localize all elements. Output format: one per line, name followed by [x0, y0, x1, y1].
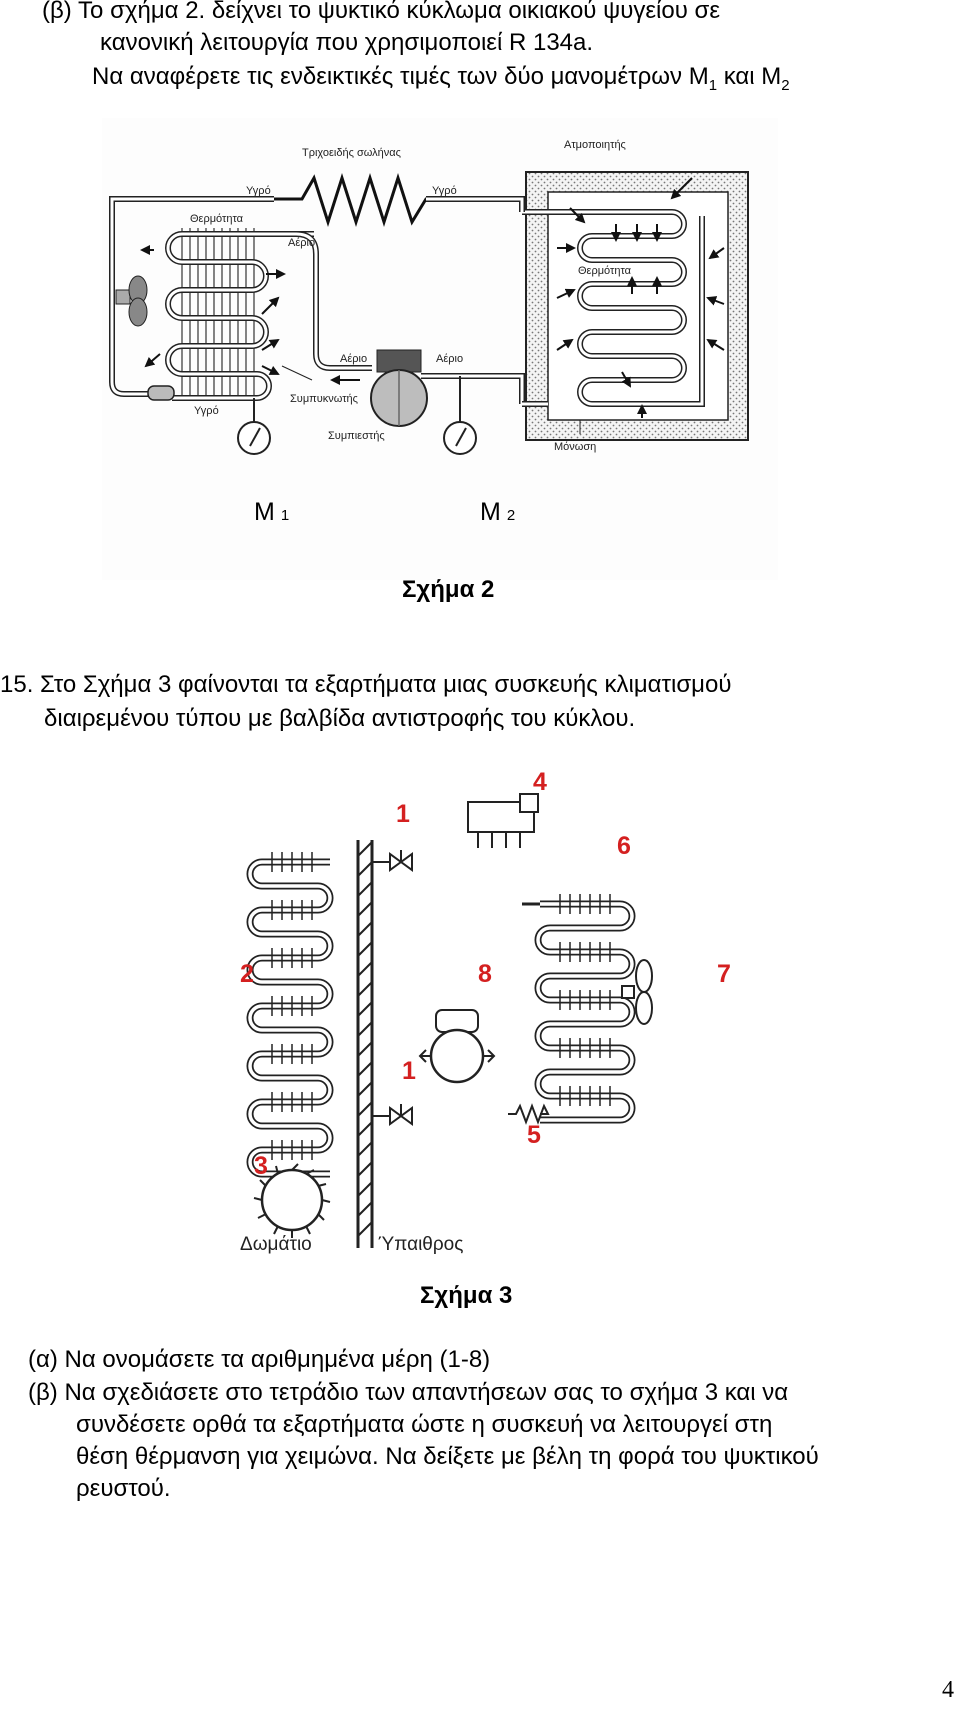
label-liquid-top-right: Υγρό [432, 185, 457, 197]
label-outdoor: Ύπαιθρος [378, 1234, 463, 1255]
number-5: 5 [527, 1121, 541, 1149]
figure-2: Τριχοειδής σωλήνας Ατμοποιητής Υγρό Υγρό… [102, 118, 778, 580]
q15-line-1: 15. Στο Σχήμα 3 φαίνονται τα εξαρτήματα … [0, 671, 732, 698]
number-7: 7 [717, 960, 731, 988]
figure-3-caption: Σχήμα 3 [420, 1282, 513, 1309]
label-compressor: Συμπιεστής [328, 430, 385, 442]
refrigeration-circuit-diagram: Τριχοειδής σωλήνας Ατμοποιητής Υγρό Υγρό… [102, 118, 778, 580]
figure-2-caption: Σχήμα 2 [402, 576, 495, 603]
intro-line-3: Να αναφέρετε τις ενδεικτικές τιμές των δ… [92, 63, 790, 94]
q15-line-2: διαιρεμένου τύπου με βαλβίδα αντιστροφής… [44, 705, 636, 732]
label-capillary: Τριχοειδής σωλήνας [302, 147, 401, 159]
label-condenser: Συμπυκνωτής [290, 393, 358, 405]
label-gas-mid-left: Αέριο [340, 353, 367, 365]
label-heat-left: Θερμότητα [190, 213, 244, 225]
figure-3: Δωμάτιο Ύπαιθρος [240, 760, 760, 1260]
number-4: 4 [533, 768, 547, 796]
number-6: 6 [617, 832, 631, 860]
label-heat-right: Θερμότητα [578, 265, 632, 277]
page-number: 4 [942, 1677, 954, 1703]
label-gas-mid-right: Αέριο [436, 353, 463, 365]
number-1-bottom: 1 [402, 1057, 416, 1085]
number-2: 2 [240, 960, 254, 988]
question-b-line-4: ρευστού. [76, 1475, 171, 1502]
label-insulation: Μόνωση [554, 441, 596, 453]
intro-line-2: κανονική λειτουργία που χρησιμοποιεί R 1… [100, 29, 594, 56]
question-b-line-1: (β) Να σχεδιάσετε στο τετράδιο των απαντ… [28, 1379, 789, 1406]
question-b-line-2: συνδέσετε ορθά τα εξαρτήματα ώστε η συσκ… [76, 1411, 773, 1438]
label-evaporator: Ατμοποιητής [564, 139, 626, 151]
split-ac-components-diagram: Δωμάτιο Ύπαιθρος [240, 793, 653, 1255]
number-1-top: 1 [396, 800, 410, 828]
question-a: (α) Να ονομάσετε τα αριθμημένα μέρη (1-8… [28, 1346, 491, 1373]
number-8: 8 [478, 960, 492, 988]
label-gas-left-top: Αέριο [288, 237, 315, 249]
number-3: 3 [254, 1152, 268, 1180]
label-room: Δωμάτιο [240, 1234, 312, 1255]
question-b-line-3: θέση θέρμανση για χειμώνα. Να δείξετε με… [76, 1443, 819, 1470]
intro-line-1: (β) Το σχήμα 2. δείχνει το ψυκτικό κύκλω… [42, 0, 721, 24]
label-liquid-bottom: Υγρό [194, 405, 219, 417]
label-liquid-top-left: Υγρό [246, 185, 271, 197]
